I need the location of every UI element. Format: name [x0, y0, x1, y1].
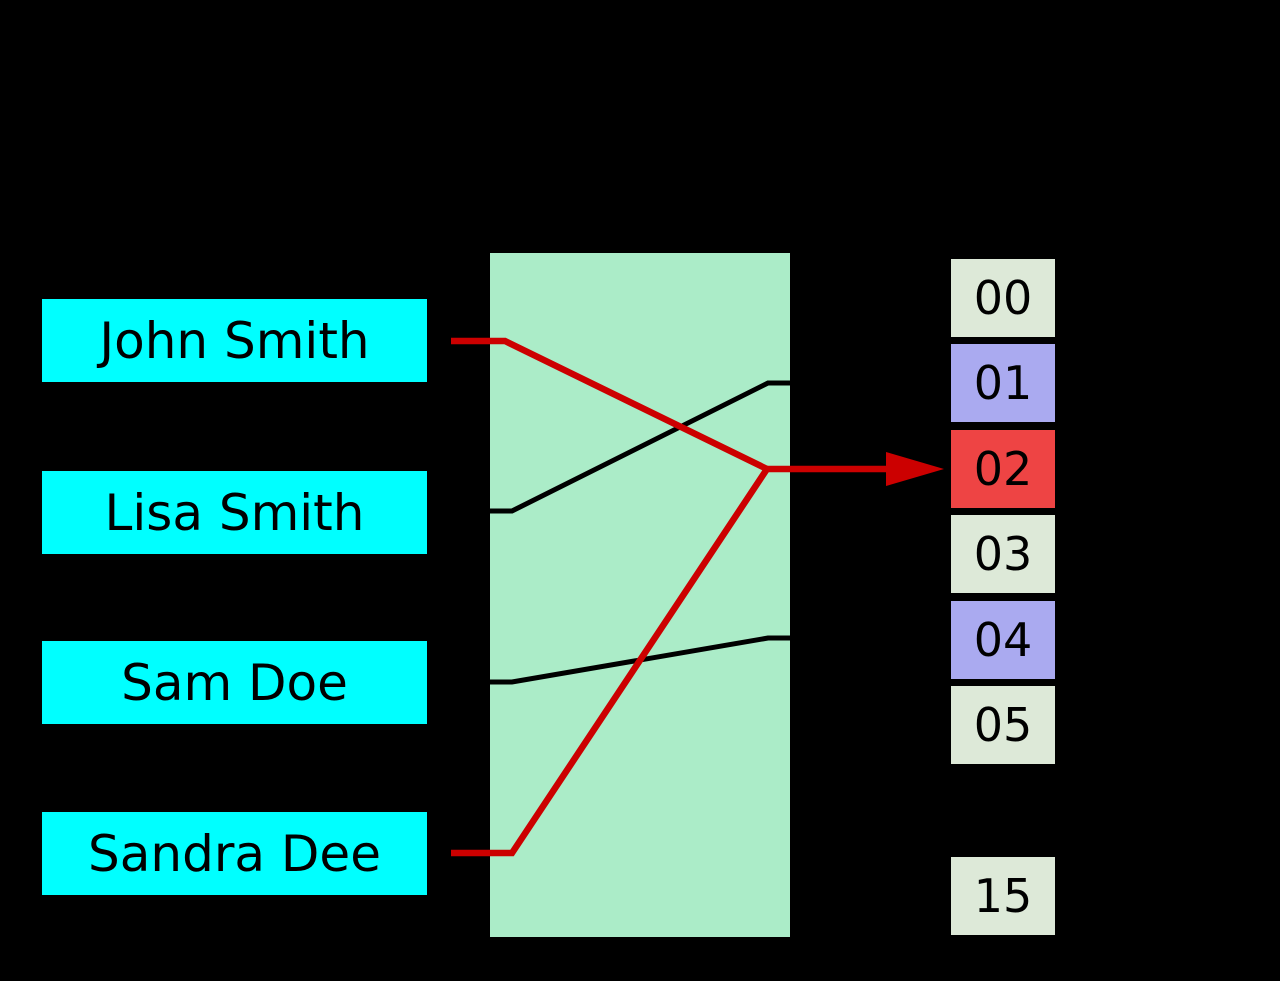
bucket-label: 01	[973, 356, 1033, 410]
key-box-lisa-smith: Lisa Smith	[42, 471, 427, 554]
key-box-sandra-dee: Sandra Dee	[42, 812, 427, 895]
sandra-dee-to-bucket-02-line	[451, 467, 770, 857]
bucket-label: 04	[973, 613, 1033, 667]
bucket-15: 15	[951, 857, 1055, 935]
bucket-04: 04	[951, 601, 1055, 679]
bucket-label: 15	[973, 869, 1033, 923]
hash-function-box	[490, 253, 790, 937]
collision-arrow-head-icon	[886, 452, 944, 486]
key-label: Sam Doe	[121, 653, 348, 712]
bucket-00: 00	[951, 259, 1055, 337]
john-smith-to-bucket-02-line	[451, 337, 769, 472]
key-label: John Smith	[99, 311, 370, 370]
bucket-02: 02	[951, 430, 1055, 508]
key-box-sam-doe: Sam Doe	[42, 641, 427, 724]
bucket-label: 00	[973, 271, 1033, 325]
sam-doe-to-bucket-04-line	[428, 635, 951, 685]
bucket-label: 02	[973, 442, 1033, 496]
bucket-label: 05	[973, 698, 1033, 752]
key-label: Sandra Dee	[88, 824, 381, 883]
key-label: Lisa Smith	[104, 483, 365, 542]
lisa-smith-to-bucket-01-line	[428, 380, 951, 514]
bucket-05: 05	[951, 686, 1055, 764]
bucket-03: 03	[951, 515, 1055, 593]
bucket-01: 01	[951, 344, 1055, 422]
bucket-label: 03	[973, 527, 1033, 581]
key-box-john-smith: John Smith	[42, 299, 427, 382]
